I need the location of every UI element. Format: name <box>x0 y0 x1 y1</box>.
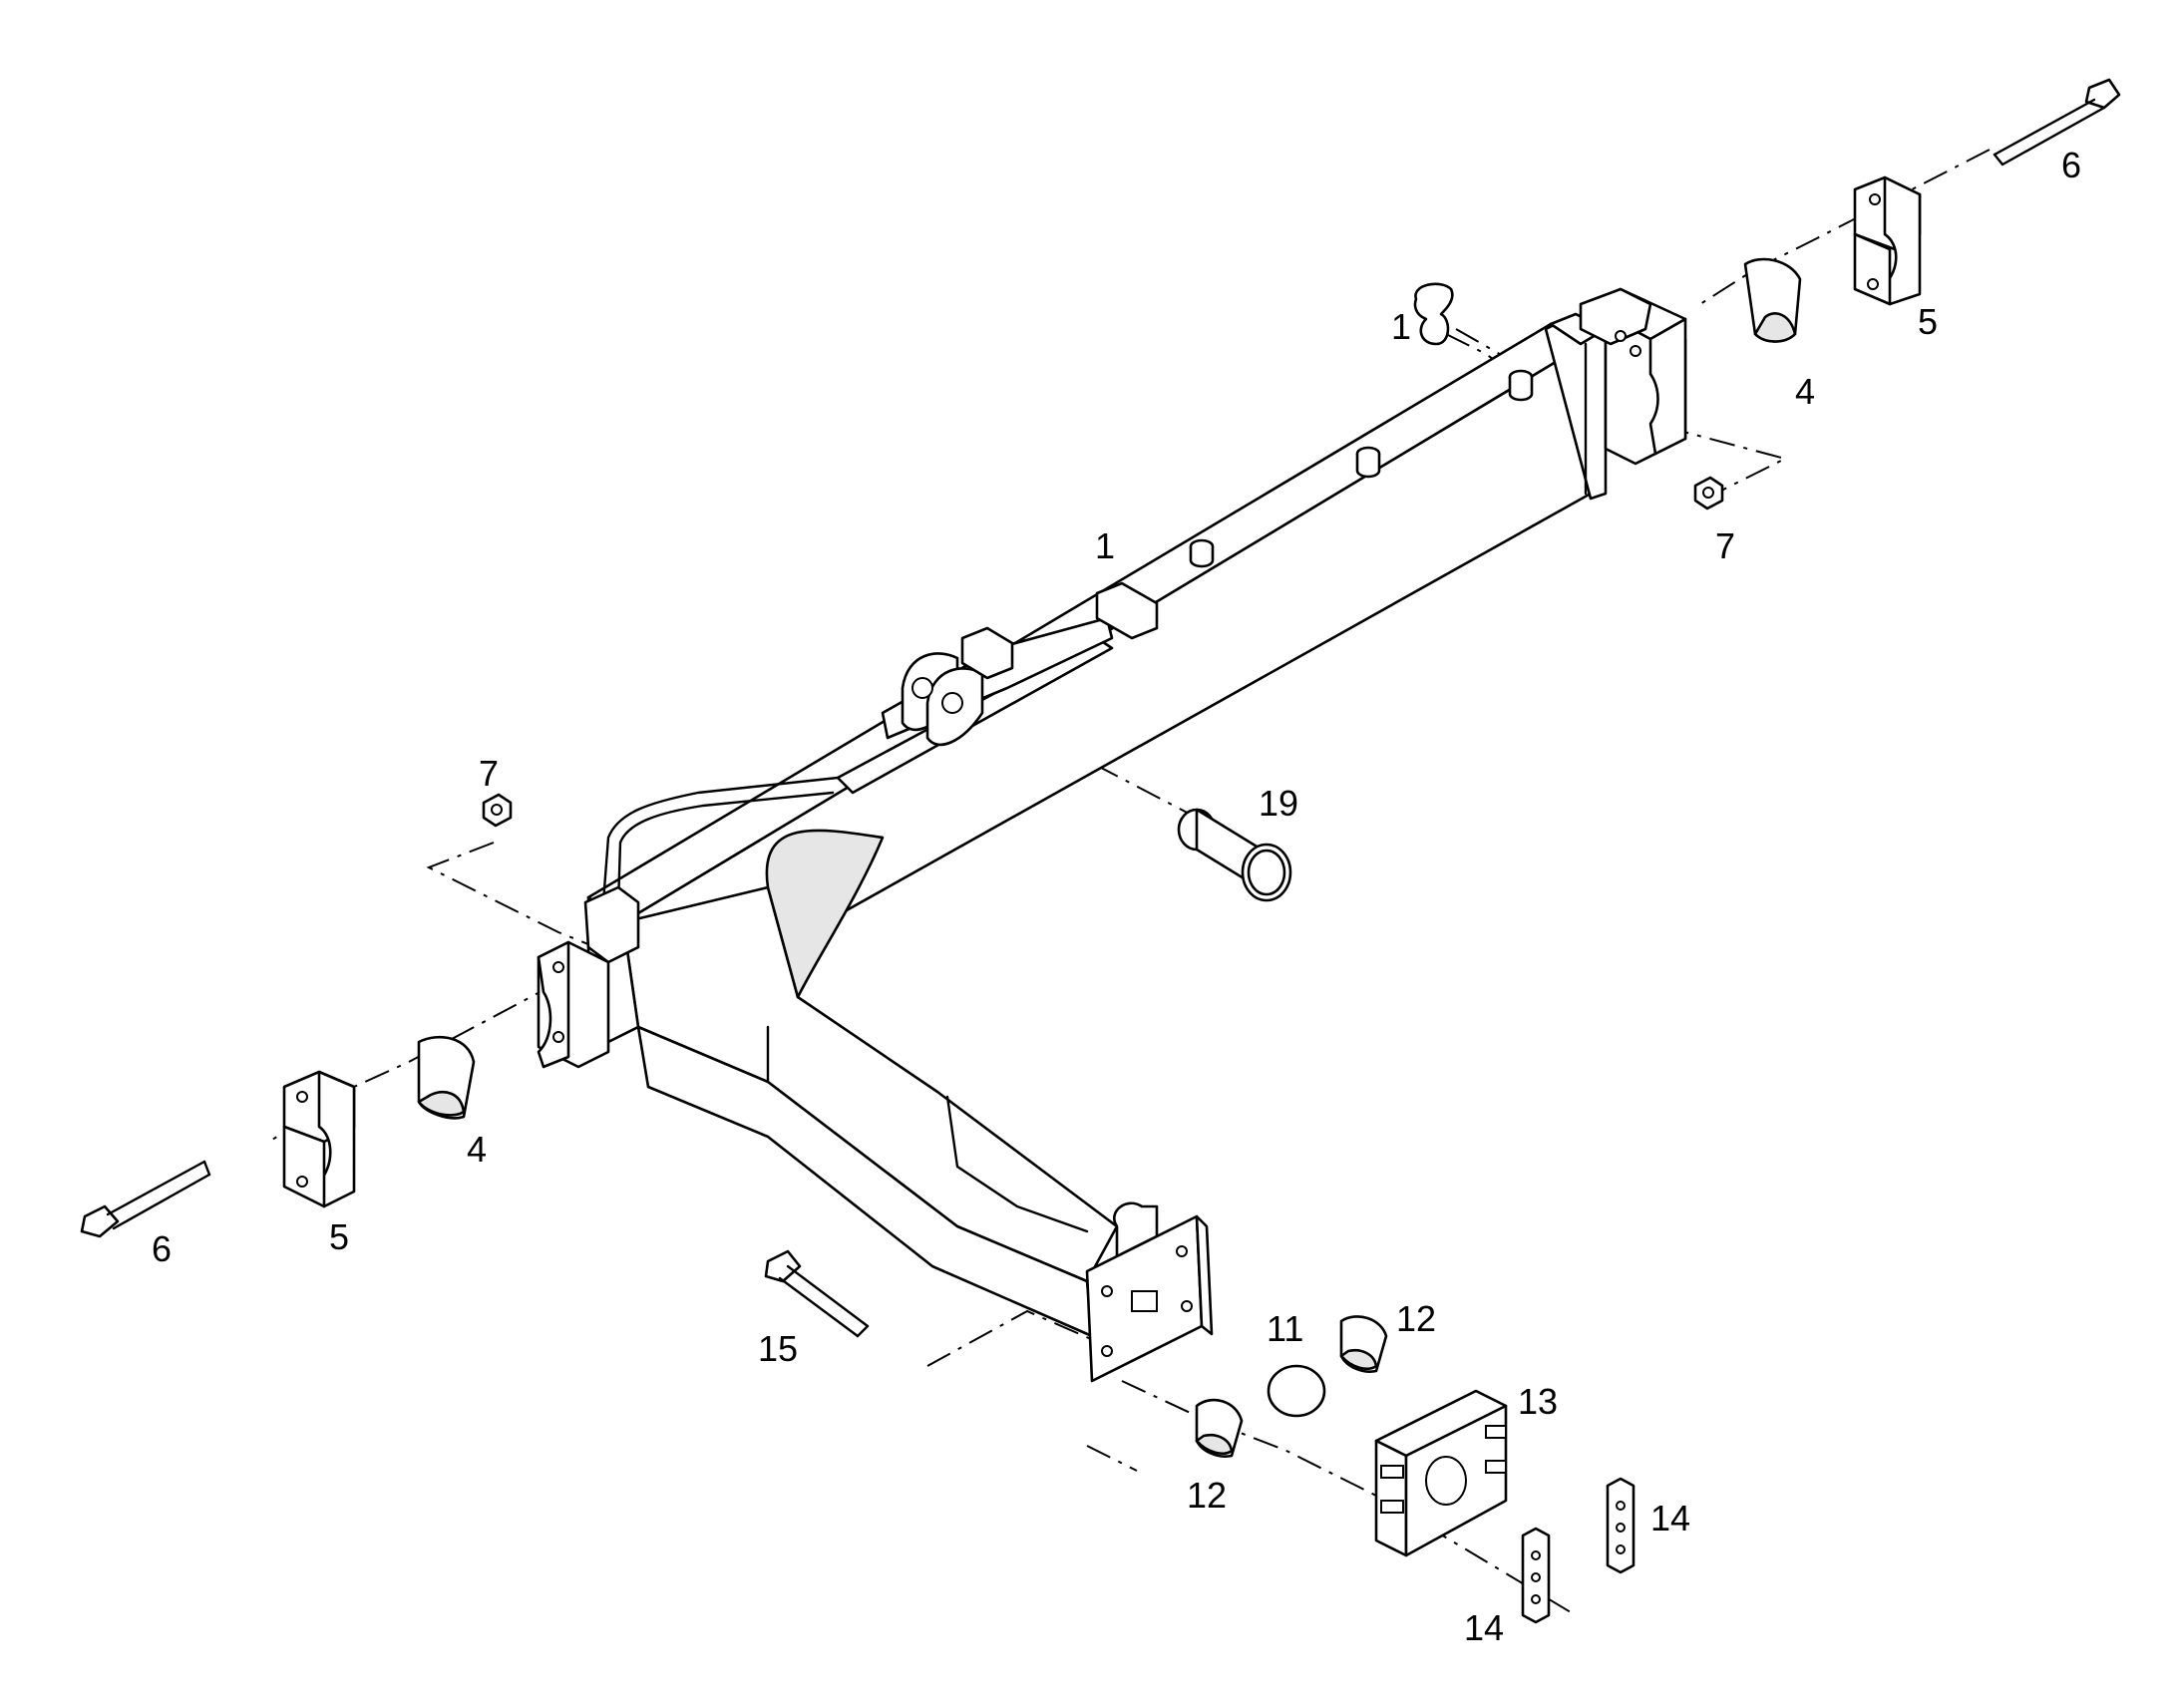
half-shell-upper <box>1339 1315 1388 1373</box>
bushing-left <box>417 1035 476 1120</box>
callout-12-bottom: 12 <box>1187 1475 1227 1516</box>
nut-right <box>1693 476 1724 511</box>
clamp-right <box>1853 175 1922 306</box>
callout-14-right: 14 <box>1650 1498 1690 1538</box>
beam-bosses <box>1189 369 1534 568</box>
callout-1-mid: 1 <box>1095 525 1115 566</box>
callout-6-right: 6 <box>2061 145 2081 185</box>
callout-14-left: 14 <box>1464 1607 1504 1648</box>
bolt-right <box>1993 78 2121 167</box>
bar-14-left <box>1521 1527 1551 1624</box>
callout-5-left: 5 <box>329 1216 349 1257</box>
callout-labels: 1 1 4 4 5 5 6 6 7 7 11 12 12 13 14 14 15… <box>152 145 2081 1648</box>
pin-19 <box>1177 808 1292 902</box>
hitch-plate <box>1085 1201 1214 1383</box>
hitch-clevis <box>881 581 1159 747</box>
nut-left <box>482 793 513 828</box>
ball-11 <box>1267 1364 1326 1418</box>
clip-part <box>1413 282 1454 346</box>
half-shell-lower <box>1195 1398 1244 1458</box>
bolt-15 <box>764 1249 870 1338</box>
bushing-right <box>1743 257 1802 343</box>
main-frame <box>586 312 1608 1338</box>
assembly-leader-lines <box>268 149 1991 1616</box>
callout-12-top: 12 <box>1396 1298 1436 1339</box>
callout-5-right: 5 <box>1918 301 1938 342</box>
bar-14-right <box>1606 1477 1635 1574</box>
callout-1-top: 1 <box>1391 306 1411 347</box>
callout-7-left: 7 <box>479 753 499 794</box>
right-end-bracket <box>1579 287 1687 466</box>
callout-19: 19 <box>1259 783 1298 824</box>
bolt-left <box>80 1160 211 1238</box>
callout-13: 13 <box>1518 1381 1558 1422</box>
clamp-left <box>282 1070 356 1208</box>
left-end-bracket <box>537 885 640 1069</box>
callout-11: 11 <box>1267 1308 1303 1349</box>
callout-4-right: 4 <box>1795 371 1815 412</box>
callout-7-right: 7 <box>1715 525 1735 566</box>
callout-4-left: 4 <box>467 1129 487 1170</box>
callout-15: 15 <box>758 1328 798 1369</box>
block-13 <box>1374 1389 1508 1557</box>
callout-6-left: 6 <box>152 1228 172 1269</box>
